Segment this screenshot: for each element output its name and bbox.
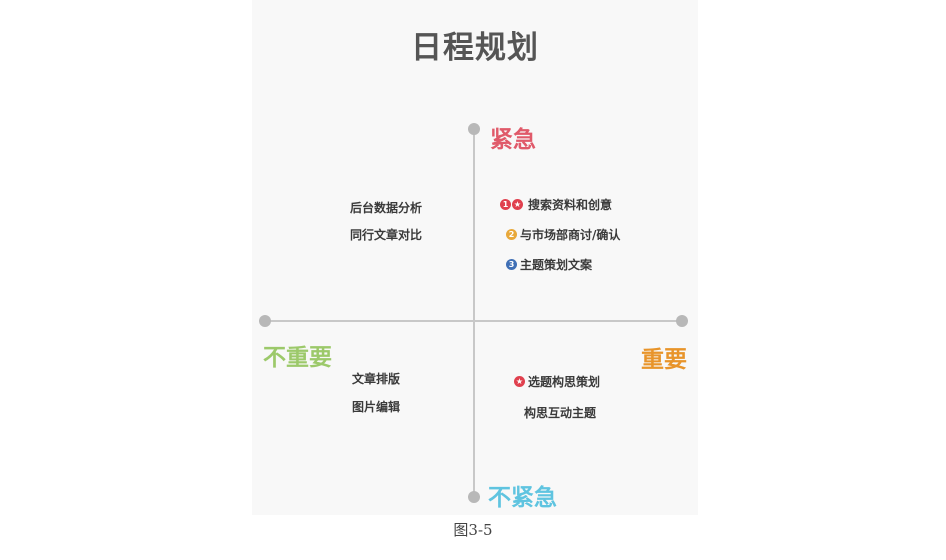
task-item-bottom-left-2: 图片编辑 [352, 400, 401, 414]
axis-dot-left [259, 315, 271, 327]
task-item-top-right-3: 3 主题策划文案 [506, 256, 592, 273]
task-item-top-left-1: 后台数据分析 [350, 201, 423, 215]
axis-label-important: 重要 [641, 347, 687, 373]
vertical-axis [473, 128, 475, 498]
axis-label-not-urgent: 不紧急 [488, 485, 557, 511]
axis-dot-right [676, 315, 688, 327]
axis-dot-bottom [468, 491, 480, 503]
task-item-bottom-right-1: ★ 选题构思策划 [514, 373, 600, 390]
task-text: 选题构思策划 [528, 375, 601, 389]
rank-2-icon: 2 [506, 229, 517, 240]
task-text: 与市场部商讨/确认 [520, 228, 621, 242]
task-item-bottom-left-1: 文章排版 [352, 372, 401, 386]
diagram-title: 日程规划 [411, 30, 539, 66]
horizontal-axis [264, 320, 682, 322]
rank-1-icon: 1 [500, 199, 511, 210]
figure-caption: 图3-5 [453, 521, 493, 539]
task-text: 搜索资料和创意 [528, 198, 613, 212]
axis-dot-top [468, 123, 480, 135]
diagram-panel [252, 0, 698, 515]
star-icon: ★ [514, 376, 525, 387]
axis-label-urgent: 紧急 [490, 127, 536, 153]
task-text: 主题策划文案 [520, 258, 593, 272]
axis-label-not-important: 不重要 [263, 345, 332, 371]
task-item-top-right-1: 1 ★ 搜索资料和创意 [500, 196, 612, 213]
star-icon: ★ [512, 199, 523, 210]
task-item-top-right-2: 2 与市场部商讨/确认 [506, 226, 620, 243]
rank-3-icon: 3 [506, 259, 517, 270]
priority-badges: 1 ★ [500, 199, 524, 210]
task-item-top-left-2: 同行文章对比 [350, 228, 423, 242]
task-item-bottom-right-2: 构思互动主题 [524, 406, 597, 420]
